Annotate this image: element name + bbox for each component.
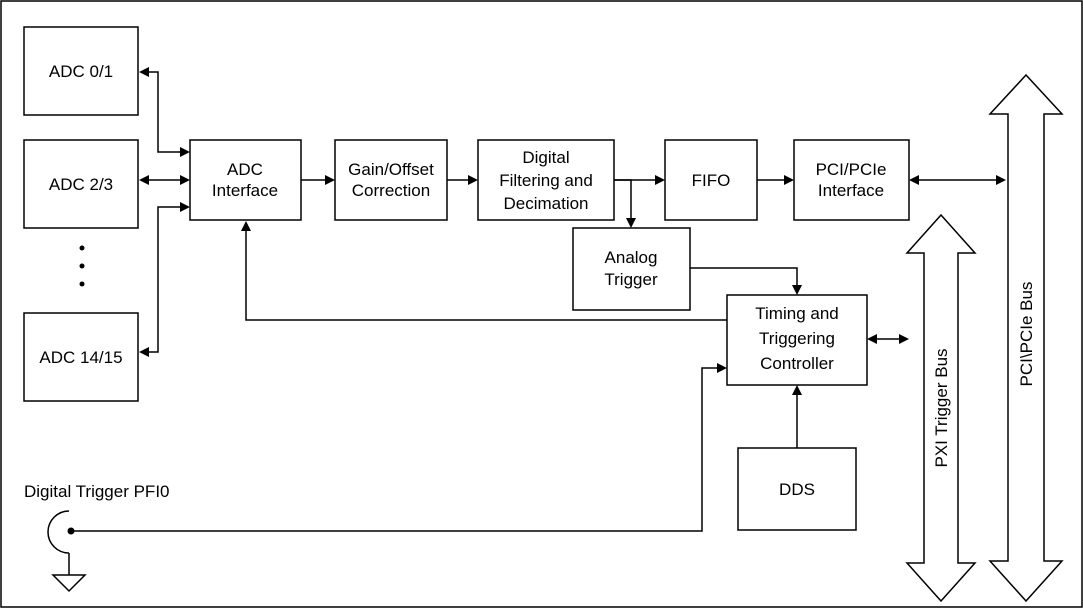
arrowhead [792, 285, 802, 295]
arrowhead [139, 347, 149, 357]
block-analog-trigger-line-2: Trigger [604, 270, 658, 289]
block-gain-offset-line-1: Gain/Offset [348, 160, 434, 179]
link-adc01-to-interface [147, 71, 182, 153]
arrowhead [180, 147, 190, 157]
arrowhead [792, 385, 802, 395]
block-pci-interface-line-2: Interface [818, 181, 884, 200]
arrowhead [909, 175, 919, 185]
arrowhead [139, 67, 149, 77]
block-analog-trigger-line-1: Analog [605, 248, 658, 267]
block-dds-label: DDS [779, 480, 815, 499]
arrowhead [626, 218, 636, 228]
pci-pcie-bus: PCI\PCIe Bus [988, 73, 1064, 603]
block-adc01: ADC 0/1 [23, 26, 139, 116]
block-adc-interface-line-1: ADC [227, 160, 263, 179]
block-adc01-label: ADC 0/1 [49, 62, 113, 81]
block-adc23-label: ADC 2/3 [49, 175, 113, 194]
link-pfi0-to-timing [71, 367, 719, 532]
block-dds: DDS [737, 447, 857, 531]
arrowhead [717, 363, 727, 373]
arrowhead [468, 175, 478, 185]
arrowhead [867, 334, 877, 344]
block-digital-filtering: Digital Filtering and Decimation [477, 139, 615, 221]
block-timing-controller-line-3: Controller [760, 354, 834, 373]
block-digital-filtering-line-2: Filtering and [499, 171, 593, 190]
block-digital-filtering-line-3: Decimation [503, 194, 588, 213]
pxi-trigger-bus-label: PXI Trigger Bus [932, 348, 951, 467]
arrowhead [899, 334, 909, 344]
block-pci-interface: PCI/PCIe Interface [793, 139, 910, 221]
pfi0-connector-label: Digital Trigger PFI0 [24, 482, 170, 501]
arrowhead [325, 175, 335, 185]
arrowhead [996, 175, 1006, 185]
arrowhead [180, 202, 190, 212]
pfi0-connector: Digital Trigger PFI0 [24, 482, 170, 593]
arrowhead [655, 175, 665, 185]
link-timing-to-adc-interface [245, 229, 727, 321]
coax-center-pin-icon [67, 527, 75, 535]
block-adc-interface-line-2: Interface [212, 181, 278, 200]
block-adc23: ADC 2/3 [23, 139, 139, 229]
block-adc-interface: ADC Interface [189, 139, 302, 221]
arrowhead [784, 175, 794, 185]
arrowhead [241, 221, 251, 231]
block-fifo-label: FIFO [692, 171, 731, 190]
block-digital-filtering-line-1: Digital [522, 148, 569, 167]
arrowhead [139, 175, 149, 185]
link-analog-trigger-to-timing [690, 267, 798, 287]
link-adc1415-to-interface [147, 206, 182, 353]
pci-pcie-bus-label: PCI\PCIe Bus [1017, 282, 1036, 387]
link-filtering-to-analog-trigger [614, 179, 632, 220]
block-timing-controller: Timing and Triggering Controller [726, 294, 868, 386]
block-fifo: FIFO [664, 139, 758, 221]
pxi-trigger-bus: PXI Trigger Bus [905, 213, 977, 603]
block-adc1415-label: ADC 14/15 [39, 348, 122, 367]
block-timing-controller-line-2: Triggering [759, 329, 835, 348]
block-adc1415: ADC 14/15 [23, 312, 139, 402]
block-timing-controller-line-1: Timing and [755, 304, 838, 323]
ground-icon [51, 574, 87, 593]
block-analog-trigger: Analog Trigger [572, 227, 691, 311]
arrowhead [180, 175, 190, 185]
block-pci-interface-line-1: PCI/PCIe [816, 160, 887, 179]
coax-connector-icon [47, 510, 70, 554]
ellipsis-more-adcs [79, 245, 85, 287]
block-gain-offset: Gain/Offset Correction [334, 139, 448, 221]
block-gain-offset-line-2: Correction [352, 181, 430, 200]
